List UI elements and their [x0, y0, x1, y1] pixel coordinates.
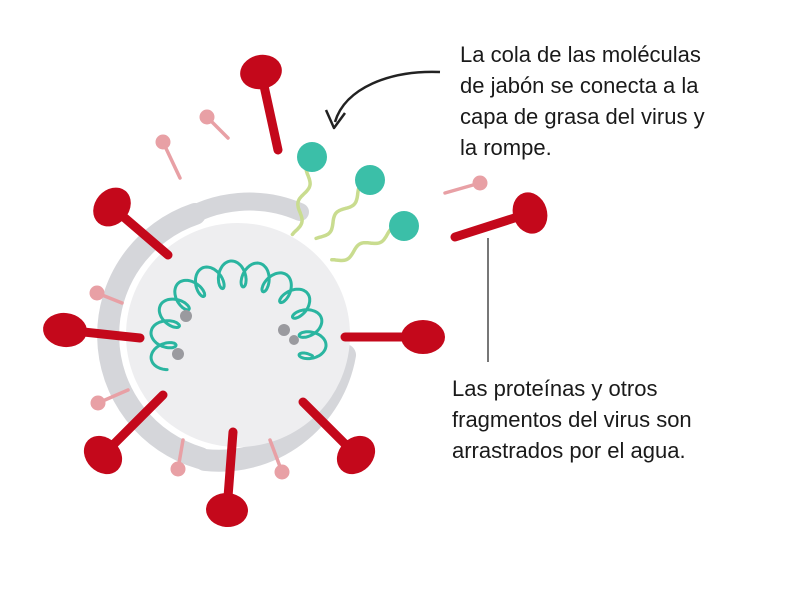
- curved-arrow: [324, 70, 441, 130]
- annotation-line: arrastrados por el agua.: [452, 438, 686, 463]
- faded-spike: [268, 438, 290, 480]
- spike-protein: [83, 390, 168, 475]
- faded-spike: [199, 109, 230, 140]
- faded-spike: [155, 134, 182, 180]
- faded-spike: [90, 388, 130, 411]
- rna-node: [289, 335, 299, 345]
- annotation-line: la rompe.: [460, 135, 552, 160]
- spike-group: [43, 54, 548, 528]
- faded-spike: [89, 285, 124, 305]
- curved-arrow-line: [333, 70, 441, 123]
- soap-molecule: [314, 165, 385, 241]
- soap-molecules: [290, 142, 419, 263]
- spike-protein: [450, 192, 548, 242]
- soap-annotation: La cola de las moléculas de jabón se con…: [460, 39, 705, 163]
- spike-protein: [206, 427, 248, 528]
- proteins-annotation: Las proteínas y otros fragmentos del vir…: [452, 373, 692, 466]
- annotation-line: La cola de las moléculas: [460, 42, 701, 67]
- curved-arrow-head: [324, 109, 347, 130]
- annotation-line: Las proteínas y otros: [452, 376, 658, 401]
- faded-spike: [170, 438, 186, 477]
- rna-coil: [149, 259, 328, 372]
- spike-protein: [340, 320, 445, 354]
- virus-core: [126, 223, 350, 447]
- envelope-arc-top: [171, 192, 309, 231]
- faded-spike-group: [89, 109, 488, 480]
- annotation-line: de jabón se conecta a la: [460, 73, 699, 98]
- rna-node: [180, 310, 192, 322]
- spike-protein: [240, 54, 283, 155]
- annotation-line: fragmentos del virus son: [452, 407, 692, 432]
- faded-spike: [443, 175, 488, 195]
- spike-protein: [298, 397, 376, 475]
- spike-protein: [43, 312, 145, 348]
- spike-protein: [93, 187, 173, 260]
- soap-molecule: [330, 211, 419, 263]
- rna-node: [172, 348, 184, 360]
- annotation-line: capa de grasa del virus y: [460, 104, 705, 129]
- rna-strand: [149, 259, 328, 372]
- soap-molecule: [290, 142, 327, 237]
- rna-node: [278, 324, 290, 336]
